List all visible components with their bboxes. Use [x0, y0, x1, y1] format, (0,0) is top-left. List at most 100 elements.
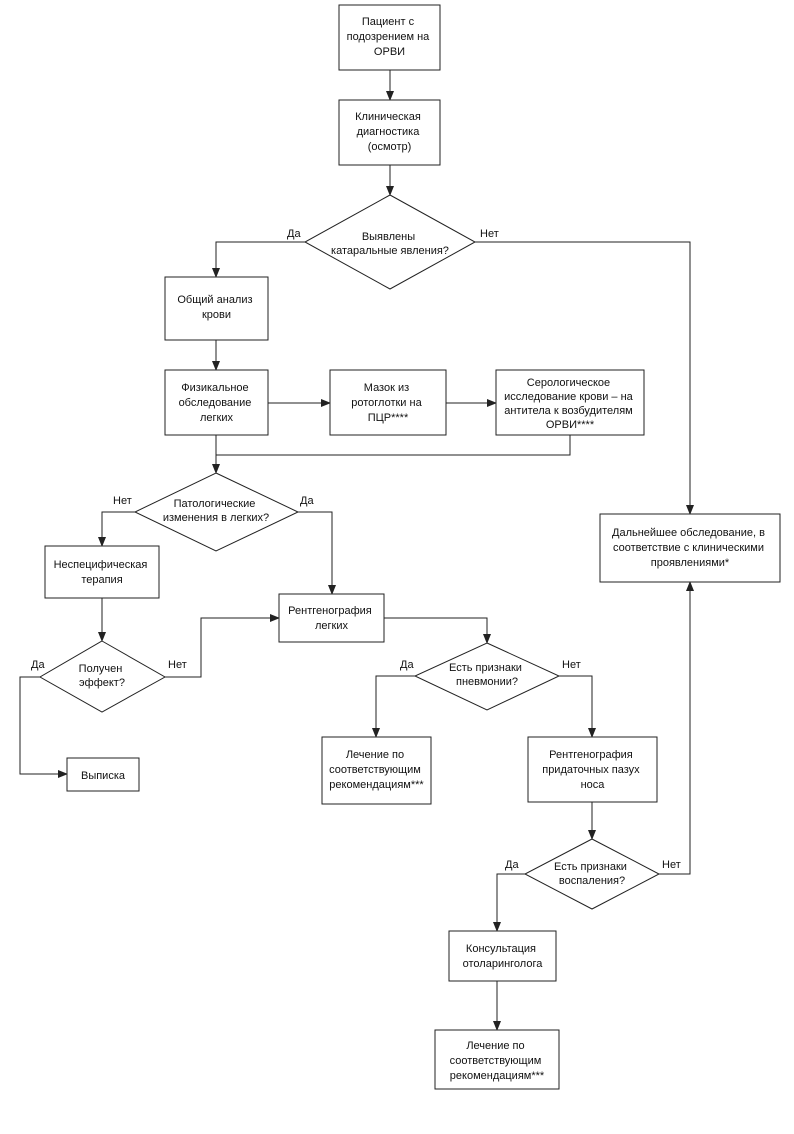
node-n13: Консультация отоларинголога: [448, 930, 557, 982]
svg-text:Патологические изменения: Патологические изменения в легких?: [163, 498, 269, 524]
d1-yes-label: Да: [287, 228, 301, 240]
n12-line-1: Рентгенография: [549, 749, 633, 761]
d5-line-1: Есть признаки: [554, 861, 627, 873]
d3-line-1: Получен: [79, 663, 123, 675]
node-n4: Физикальное обследование легких: [164, 369, 269, 436]
n14-line-2: соответствующим: [450, 1055, 542, 1067]
n11-line-2: соответствующим: [329, 764, 421, 776]
svg-text:Клиническая диагностика: Клиническая диагностика (осмотр): [355, 111, 424, 153]
d4-line-1: Есть признаки: [449, 662, 522, 674]
decision-d5: Есть признаки воспаления?: [523, 838, 661, 910]
n1-line-2: подозрением на: [347, 31, 431, 43]
n8-line-1: Неспецифическая: [54, 559, 148, 571]
n3-line-1: Общий анализ: [177, 294, 252, 306]
n2-line-2: диагностика: [357, 126, 421, 138]
svg-text:Выписка: Выписка: [81, 770, 126, 782]
d2-line-2: изменения в легких?: [163, 512, 269, 524]
n11-line-1: Лечение по: [346, 749, 404, 761]
arrow-d2-yes: [298, 511, 336, 595]
node-n10: Выписка: [66, 757, 140, 792]
d3-line-2: эффект?: [79, 677, 125, 689]
d2-no-label: Нет: [113, 495, 132, 507]
line-n6-merge: [216, 435, 571, 456]
node-n3: Общий анализ крови: [164, 276, 269, 341]
n9-line-1: Рентгенография: [288, 605, 372, 617]
n14-line-1: Лечение по: [466, 1040, 524, 1052]
node-n1: Пациент с подозрением на ОРВИ: [338, 4, 441, 71]
decision-d1: Выявлены катаральные явления?: [303, 194, 477, 290]
n7-line-2: соответствие с клиническими: [613, 542, 764, 554]
svg-text:Дальнейшее обследование, в: Дальнейшее обследование, в соответствие …: [612, 527, 768, 569]
arrow-d5-yes: [493, 873, 525, 932]
n6-line-3: антитела к возбудителям: [504, 405, 633, 417]
d1-no-label: Нет: [480, 228, 499, 240]
n4-line-1: Физикальное: [181, 382, 248, 394]
n7-line-1: Дальнейшее обследование, в: [612, 527, 765, 539]
connectors: [19, 70, 694, 1031]
n3-line-2: крови: [202, 309, 231, 321]
n6-line-2: исследование крови – на: [504, 391, 634, 403]
n14-line-3: рекомендациям***: [450, 1070, 545, 1082]
decision-d2: Патологические изменения в легких?: [133, 472, 300, 552]
arrow-d3-no: [165, 614, 280, 678]
svg-text:Консультация отоларингол: Консультация отоларинголога: [463, 943, 544, 970]
d5-line-2: воспаления?: [559, 875, 625, 887]
d3-yes-label: Да: [31, 659, 45, 671]
n2-line-3: (осмотр): [368, 141, 412, 153]
node-n5: Мазок из ротоглотки на ПЦР****: [329, 369, 447, 436]
arrow-d4-no: [559, 675, 596, 738]
svg-text:Физикальное обследование: Физикальное обследование легких: [179, 382, 255, 424]
d2-line-1: Патологические: [174, 498, 256, 510]
node-n7: Дальнейшее обследование, в соответствие …: [599, 513, 781, 583]
n5-line-3: ПЦР****: [368, 412, 409, 424]
node-n8: Неспецифическая терапия: [44, 545, 160, 599]
n13-line-2: отоларинголога: [463, 958, 544, 970]
decision-d4: Есть признаки пневмонии?: [413, 642, 561, 711]
branch-labels: Да Нет Нет Да Да Нет Да Нет Да Нет: [31, 228, 681, 871]
d4-yes-label: Да: [400, 659, 414, 671]
d3-no-label: Нет: [168, 659, 187, 671]
d1-line-2: катаральные явления?: [331, 245, 449, 257]
n1-line-1: Пациент с: [362, 16, 415, 28]
arrow-d5-no: [659, 581, 694, 875]
d4-line-2: пневмонии?: [456, 676, 518, 688]
n5-line-1: Мазок из: [364, 382, 409, 394]
n12-line-2: придаточных пазух: [542, 764, 640, 776]
svg-text:Общий анализ крови: Общий анализ крови: [177, 294, 255, 321]
node-n11: Лечение по соответствующим рекомендациям…: [321, 736, 432, 805]
arrow-d4-yes: [372, 675, 415, 738]
d1-line-1: Выявлены: [362, 231, 415, 243]
node-n12: Рентгенография придаточных пазух носа: [527, 736, 658, 803]
arrow-d1-no: [475, 241, 694, 515]
svg-text:Есть признаки воспаления: Есть признаки воспаления?: [554, 861, 630, 887]
svg-text:Рентгенография придаточн: Рентгенография придаточных пазух носа: [542, 749, 643, 791]
n4-line-2: обследование: [179, 397, 252, 409]
svg-text:Мазок из ротоглотки на: Мазок из ротоглотки на ПЦР****: [351, 382, 425, 424]
svg-text:Получен эффект?: Получен эффект?: [79, 663, 126, 689]
n11-line-3: рекомендациям***: [329, 779, 424, 791]
arrow-d2-no: [98, 511, 135, 547]
d2-yes-label: Да: [300, 495, 314, 507]
n6-line-4: ОРВИ****: [546, 419, 595, 431]
svg-text:Лечение по соответствующ: Лечение по соответствующим рекомендациям…: [329, 749, 424, 791]
n6-line-1: Серологическое: [527, 377, 610, 389]
n7-line-3: проявлениями*: [651, 557, 730, 569]
n5-line-2: ротоглотки на: [351, 397, 422, 409]
svg-text:Выявлены катаральные явл: Выявлены катаральные явления?: [331, 231, 449, 257]
d4-no-label: Нет: [562, 659, 581, 671]
svg-text:Рентгенография легких: Рентгенография легких: [288, 605, 375, 632]
n9-line-2: легких: [315, 620, 349, 632]
node-n9: Рентгенография легких: [278, 593, 385, 643]
arrow-d3-yes: [19, 676, 68, 778]
n4-line-3: легких: [200, 412, 234, 424]
svg-text:Лечение по соответствующ: Лечение по соответствующим рекомендациям…: [450, 1040, 545, 1082]
svg-text:Неспецифическая терапия: Неспецифическая терапия: [54, 559, 151, 586]
n8-line-2: терапия: [81, 574, 122, 586]
d5-no-label: Нет: [662, 859, 681, 871]
arrow-d1-yes: [212, 241, 305, 278]
n2-line-1: Клиническая: [355, 111, 421, 123]
d5-yes-label: Да: [505, 859, 519, 871]
decision-d3: Получен эффект?: [38, 640, 167, 713]
n1-line-3: ОРВИ: [374, 46, 405, 58]
